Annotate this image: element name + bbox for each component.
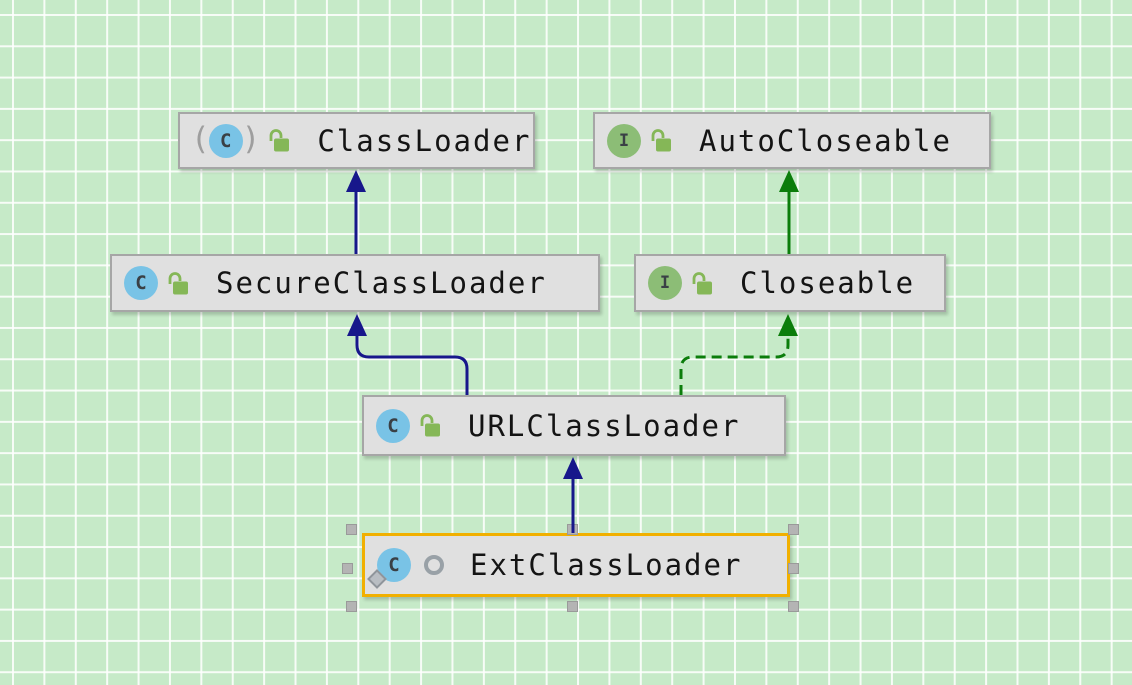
arrowhead-urlclassloader-extends-secureclassloader <box>347 314 367 336</box>
arrowhead-secureclassloader-extends-classloader <box>346 170 366 192</box>
abstract-class-icon: ( C ) <box>191 120 261 158</box>
resize-handle-bottom-center[interactable] <box>567 601 578 612</box>
resize-handle-mid-left[interactable] <box>342 563 353 574</box>
class-icon: C <box>208 123 243 158</box>
class-name-label: ExtClassLoader <box>470 548 743 582</box>
arrowhead-closeable-extends-autocloseable <box>779 170 799 192</box>
edge-urlclassloader-extends-secureclassloader[interactable] <box>355 336 469 395</box>
resize-handle-top-left[interactable] <box>346 524 357 535</box>
resize-handle-mid-right[interactable] <box>788 563 799 574</box>
unlocked-icon <box>168 271 188 294</box>
class-name-label: SecureClassLoader <box>216 266 547 300</box>
unlocked-icon <box>269 129 290 152</box>
class-icon: C <box>124 266 158 300</box>
class-node-secureclassloader[interactable]: C SecureClassLoader <box>110 254 600 312</box>
package-private-icon <box>424 555 444 575</box>
class-node-classloader[interactable]: ( C ) ClassLoader <box>178 112 535 169</box>
interface-node-autocloseable[interactable]: I AutoCloseable <box>593 112 991 169</box>
interface-node-closeable[interactable]: I Closeable <box>634 254 946 312</box>
arrowhead-extclassloader-extends-urlclassloader <box>563 457 583 479</box>
class-icon: C <box>376 408 410 443</box>
abstract-paren-left: ( <box>191 120 210 157</box>
interface-icon: I <box>648 266 682 300</box>
resize-handle-bottom-right[interactable] <box>788 601 799 612</box>
unlocked-icon <box>420 414 440 437</box>
resize-handle-top-right[interactable] <box>788 524 799 535</box>
class-node-urlclassloader[interactable]: C URLClassLoader <box>362 395 786 456</box>
class-name-label: URLClassLoader <box>468 408 741 443</box>
class-node-extclassloader-selected[interactable]: C ExtClassLoader <box>362 533 790 597</box>
resize-handle-bottom-left[interactable] <box>346 601 357 612</box>
class-name-label: ClassLoader <box>317 123 532 158</box>
arrowhead-urlclassloader-implements-closeable <box>778 314 798 336</box>
interface-icon: I <box>607 123 641 158</box>
resize-handle-top-center[interactable] <box>567 524 578 535</box>
abstract-paren-right: ) <box>241 120 261 157</box>
static-class-icon: C <box>367 548 411 589</box>
edge-urlclassloader-implements-closeable[interactable] <box>679 338 790 395</box>
unlocked-icon <box>651 129 671 152</box>
unlocked-icon <box>692 271 712 294</box>
interface-name-label: Closeable <box>740 266 916 300</box>
interface-name-label: AutoCloseable <box>699 123 952 158</box>
